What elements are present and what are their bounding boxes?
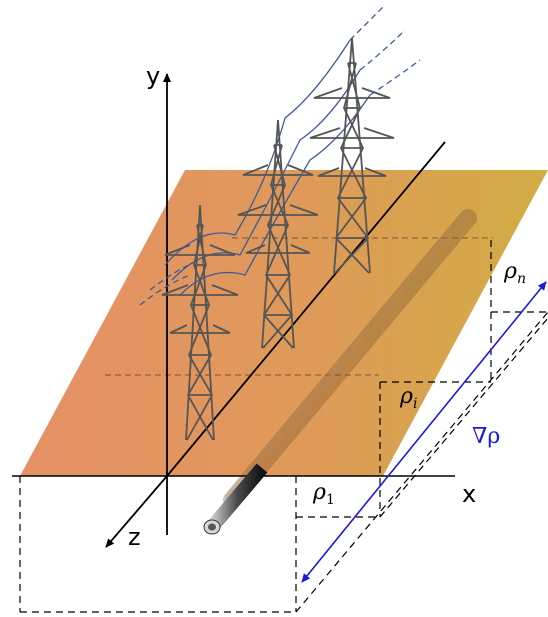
resistivity-label-1: ρ1 [312,480,335,508]
gradient-arrow [301,281,547,583]
transmission-tower-icon [161,37,395,441]
gradient-label: ∇ρ [472,424,500,449]
axis-label-z: z [128,523,141,551]
pipe-icon [203,463,268,535]
axis-label-y: y [146,62,160,90]
z-axis [105,475,168,548]
resistivity-label-i: ρi [399,384,417,412]
resistivity-label-n: ρn [503,259,526,287]
axis-label-x: x [462,480,476,508]
